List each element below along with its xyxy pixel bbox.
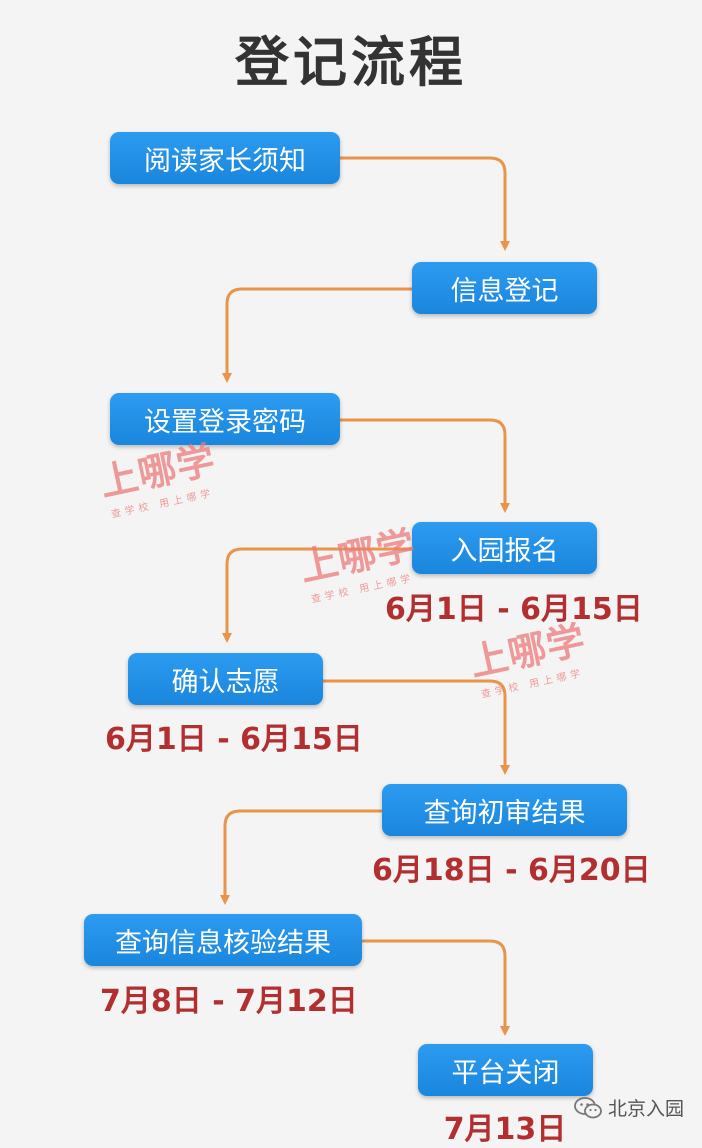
source-credit: 北京入园 bbox=[574, 1094, 684, 1121]
step-set-password: 设置登录密码 bbox=[110, 393, 340, 445]
source-label: 北京入园 bbox=[607, 1098, 684, 1120]
arrow-7-8 bbox=[360, 939, 510, 1036]
step-kindergarten-signup: 入园报名 bbox=[412, 522, 597, 574]
arrow-2-3 bbox=[222, 287, 414, 383]
arrow-1-2 bbox=[338, 156, 510, 251]
date-verification-result: 7月8日 - 7月12日 bbox=[100, 984, 358, 1019]
step-platform-closed: 平台关闭 bbox=[418, 1044, 593, 1096]
step-initial-review-result: 查询初审结果 bbox=[382, 784, 627, 836]
arrow-3-4 bbox=[338, 418, 510, 513]
arrow-6-7 bbox=[220, 809, 384, 905]
step-confirm-preference: 确认志愿 bbox=[128, 653, 323, 705]
step-verification-result: 查询信息核验结果 bbox=[84, 914, 362, 966]
arrow-4-5 bbox=[222, 547, 414, 643]
date-confirm-preference: 6月1日 - 6月15日 bbox=[105, 722, 363, 757]
date-platform-closed: 7月13日 bbox=[443, 1112, 567, 1147]
page-title: 登记流程 bbox=[235, 31, 467, 94]
step-info-registration: 信息登记 bbox=[412, 262, 597, 314]
date-initial-review-result: 6月18日 - 6月20日 bbox=[372, 853, 651, 888]
step-read-parent-notice: 阅读家长须知 bbox=[110, 132, 340, 184]
arrow-5-6 bbox=[321, 679, 510, 775]
date-kindergarten-signup: 6月1日 - 6月15日 bbox=[385, 592, 643, 627]
wechat-icon bbox=[574, 1096, 602, 1118]
